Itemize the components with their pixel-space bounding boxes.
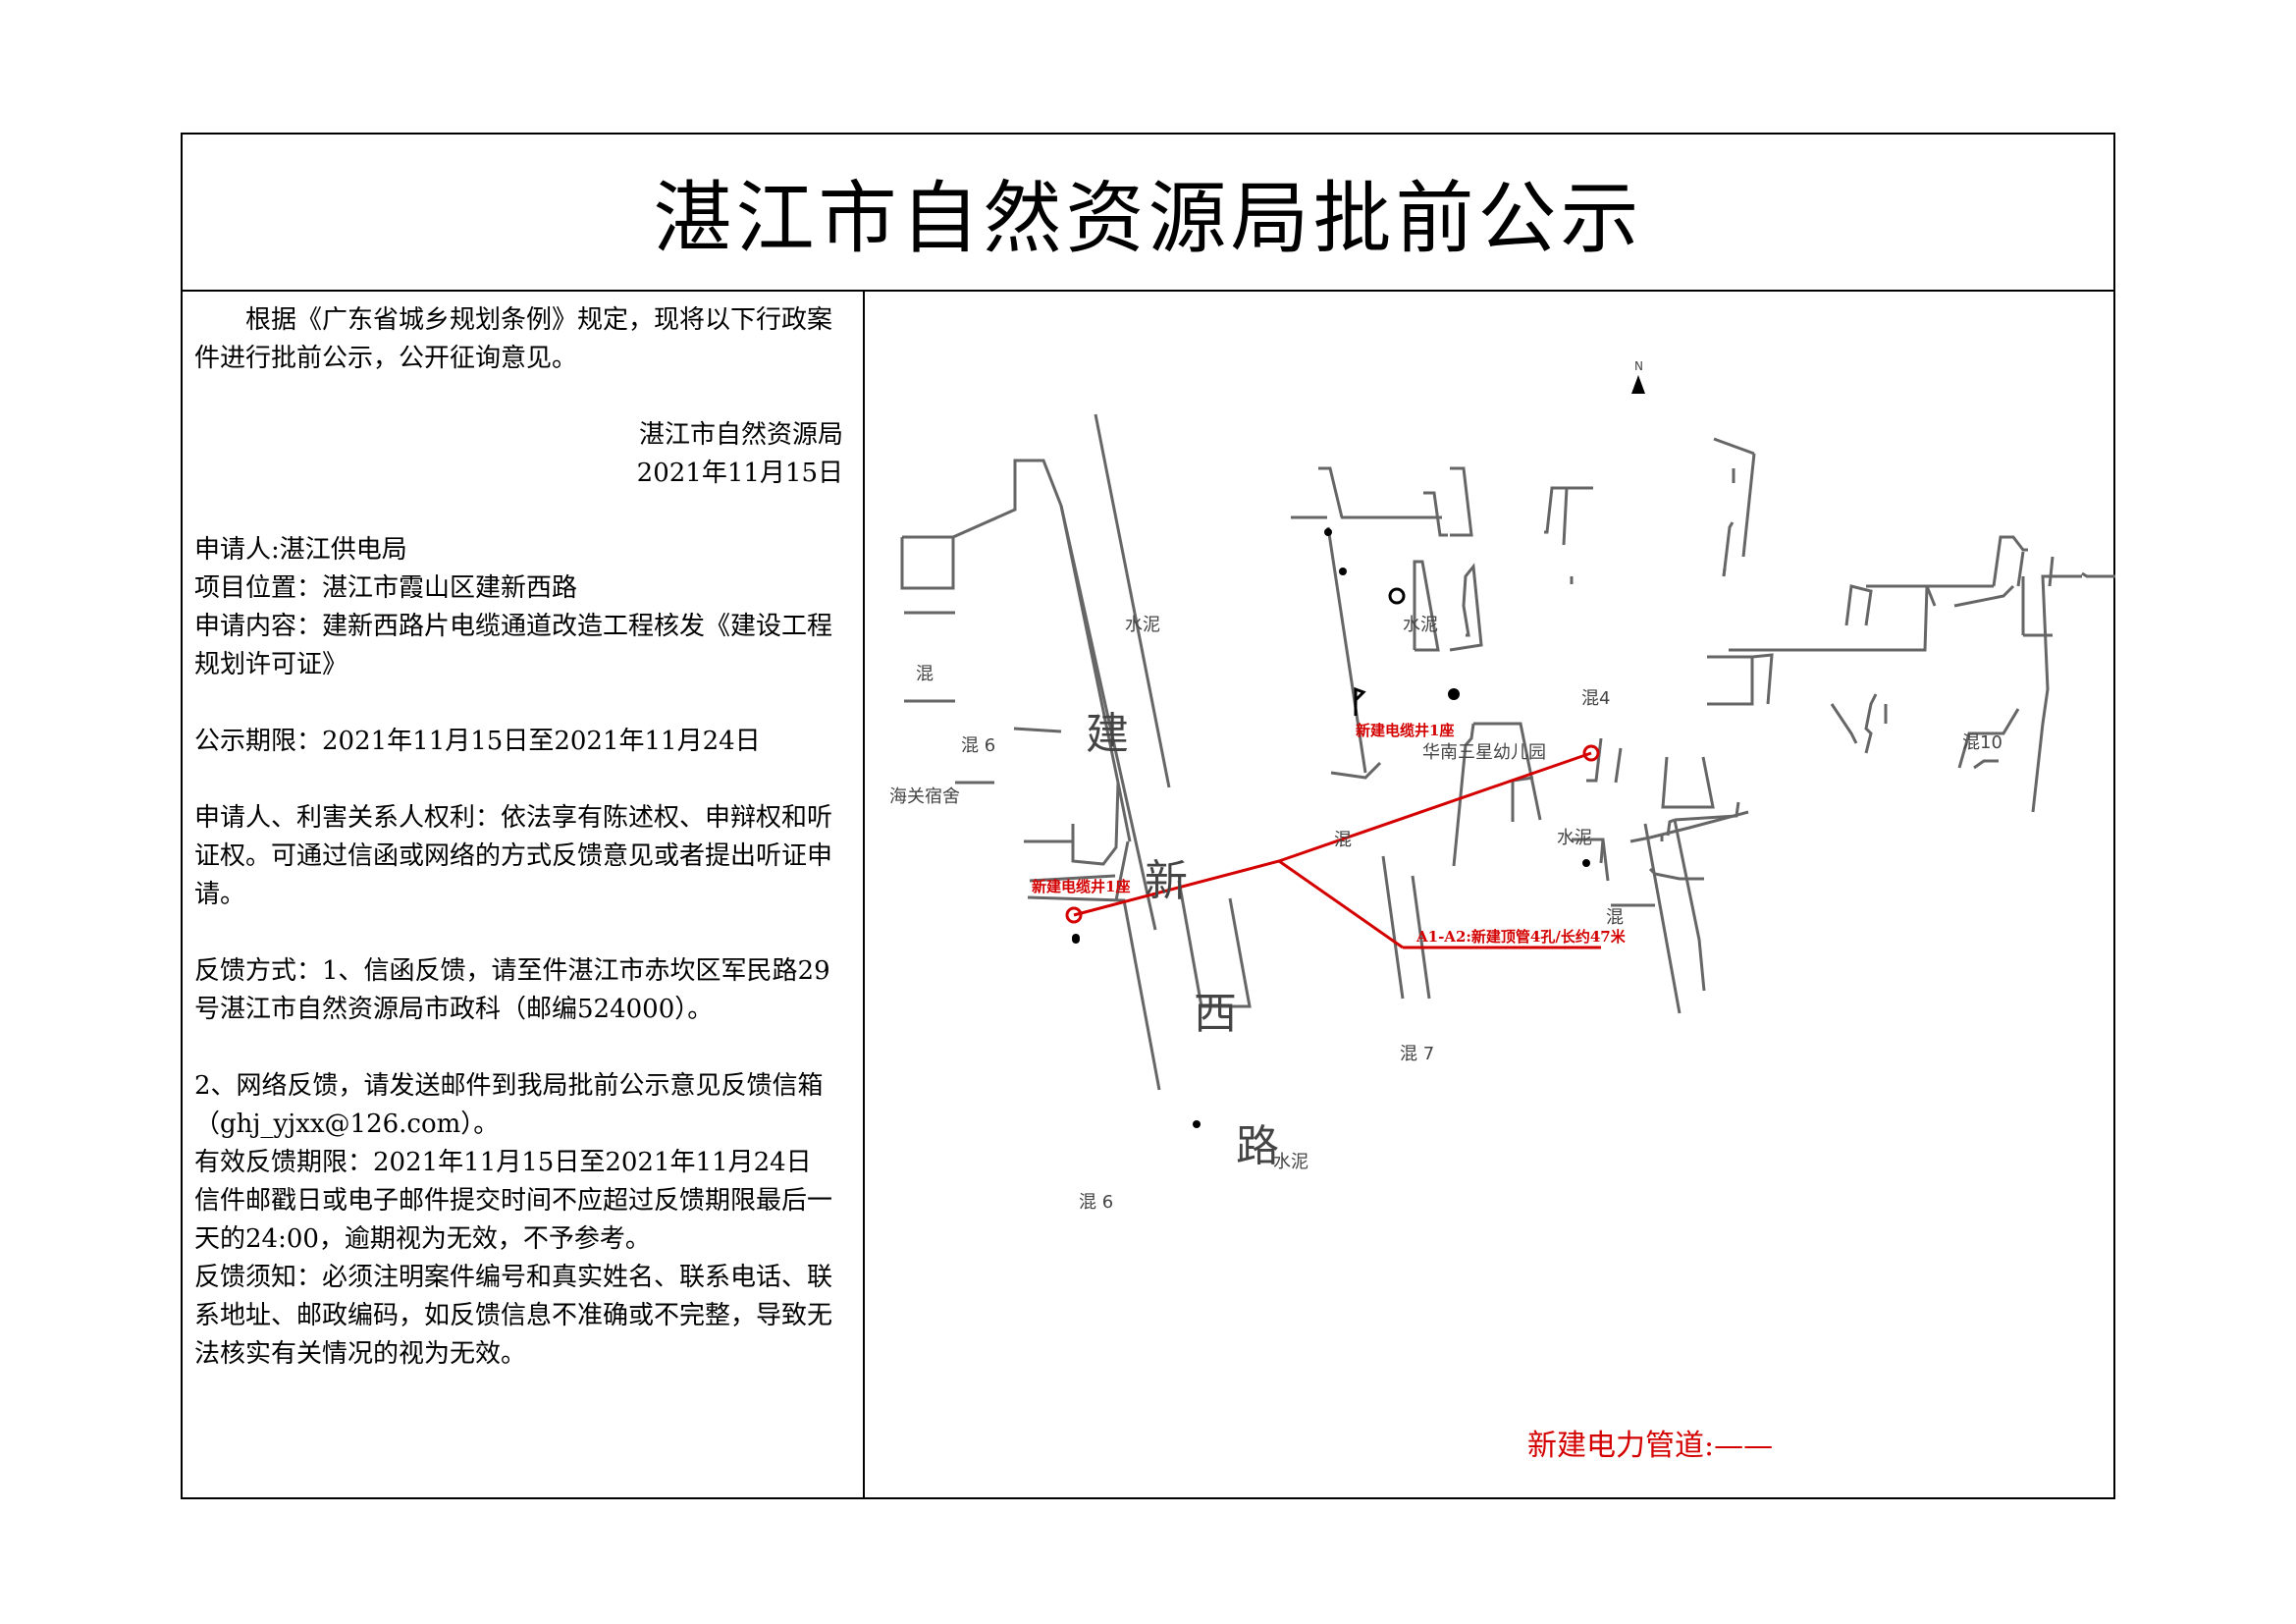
feedback-by-email: 2、网络反馈，请发送邮件到我局批前公示意见反馈信箱（ghj_yjxx@126.c… [194,1071,824,1139]
label-hun: 混 [916,664,934,684]
label-kindergarten: 华南三星幼儿园 [1422,742,1546,763]
label-hun6-b: 混 6 [1079,1192,1113,1213]
feedback-by-mail: 反馈方式：1、信函反馈，请至件湛江市赤坎区军民路29号湛江市自然资源局市政科（邮… [194,956,830,1024]
notice-text-column: 根据《广东省城乡规划条例》规定，现将以下行政案件进行批前公示，公开征询意见。 湛… [183,292,865,1499]
label-hun-b: 混 [1334,830,1352,850]
road-char-1: 建 [1086,709,1129,759]
building-row [1611,810,1749,907]
label-well-b: 新建电缆井1座 [1356,722,1454,739]
road-char-4: 路 [1236,1121,1279,1171]
legend: 新建电力管道:—— [1527,1429,1773,1463]
label-shuini-1: 水泥 [1125,615,1160,635]
road-char-2: 新 [1145,856,1188,906]
project-location: 项目位置：湛江市霞山区建新西路 [194,573,578,603]
label-hun-c: 混 [1606,907,1624,928]
label-hun6-a: 混 6 [961,735,995,756]
building-block-east [1866,535,2055,608]
intro-paragraph: 根据《广东省城乡规划条例》规定，现将以下行政案件进行批前公示，公开征询意见。 [194,305,833,373]
north-arrow: N [1631,359,1645,394]
label-hun10: 混10 [1962,732,2002,753]
map-area-labels: 水泥 水泥 水泥 水泥 混 混 6 混 6 混4 混10 混 7 混 混 海关宿… [889,615,2002,1213]
north-label: N [1634,359,1643,373]
title-row: 湛江市自然资源局批前公示 [183,135,2113,292]
issuer: 湛江市自然资源局 [638,420,843,450]
feedback-notice: 反馈须知：必须注明案件编号和真实姓名、联系电话、联系地址、邮政编码，如反馈信息不… [194,1263,833,1369]
label-shuini-4: 水泥 [1273,1152,1308,1172]
site-plan-map: 建 新 西 路 水泥 水泥 水泥 水泥 混 混 6 混 6 混4 混10 混 7… [865,292,2115,1499]
map-linework [900,413,2115,1091]
cable-wells [1065,744,1600,924]
valid-feedback-period: 有效反馈期限：2021年11月15日至2021年11月24日 [194,1148,812,1177]
label-haiguan: 海关宿舍 [889,786,960,807]
page-title: 湛江市自然资源局批前公示 [653,173,1643,264]
application-content: 申请内容：建新西路片电缆通道改造工程核发《建设工程规划许可证》 [194,612,833,679]
parking-symbol [1354,686,1366,716]
party-rights: 申请人、利害关系人权利：依法享有陈述权、申辩权和听证权。可通过信函或网络的方式反… [194,803,833,909]
publicity-period: 公示期限：2021年11月15日至2021年11月24日 [194,727,761,756]
road-name-chars: 建 新 西 路 [1086,709,1279,1171]
label-hun4: 混4 [1581,688,1610,709]
applicant: 申请人:湛江供电局 [194,535,407,565]
notice-frame: 湛江市自然资源局批前公示 根据《广东省城乡规划条例》规定，现将以下行政案件进行批… [181,133,2115,1499]
label-shuini-3: 水泥 [1557,828,1592,848]
issue-date: 2021年11月15日 [636,459,843,488]
site-plan-svg: 建 新 西 路 水泥 水泥 水泥 水泥 混 混 6 混 6 混4 混10 混 7… [889,359,2115,1463]
label-shuini-2: 水泥 [1403,615,1438,635]
map-markers [1072,528,1590,1128]
new-power-pipeline [1073,751,1601,949]
label-hun7: 混 7 [1400,1044,1434,1064]
label-pipe: A1-A2:新建顶管4孔/长约47米 [1415,928,1627,946]
postmark-note: 信件邮戳日或电子邮件提交时间不应超过反馈期限最后一天的24:00，逾期视为无效，… [194,1186,833,1254]
road-char-3: 西 [1194,989,1237,1039]
map-red-labels: 新建电缆井1座 新建电缆井1座 A1-A2:新建顶管4孔/长约47米 [1032,722,1627,946]
label-well-a: 新建电缆井1座 [1032,878,1130,895]
